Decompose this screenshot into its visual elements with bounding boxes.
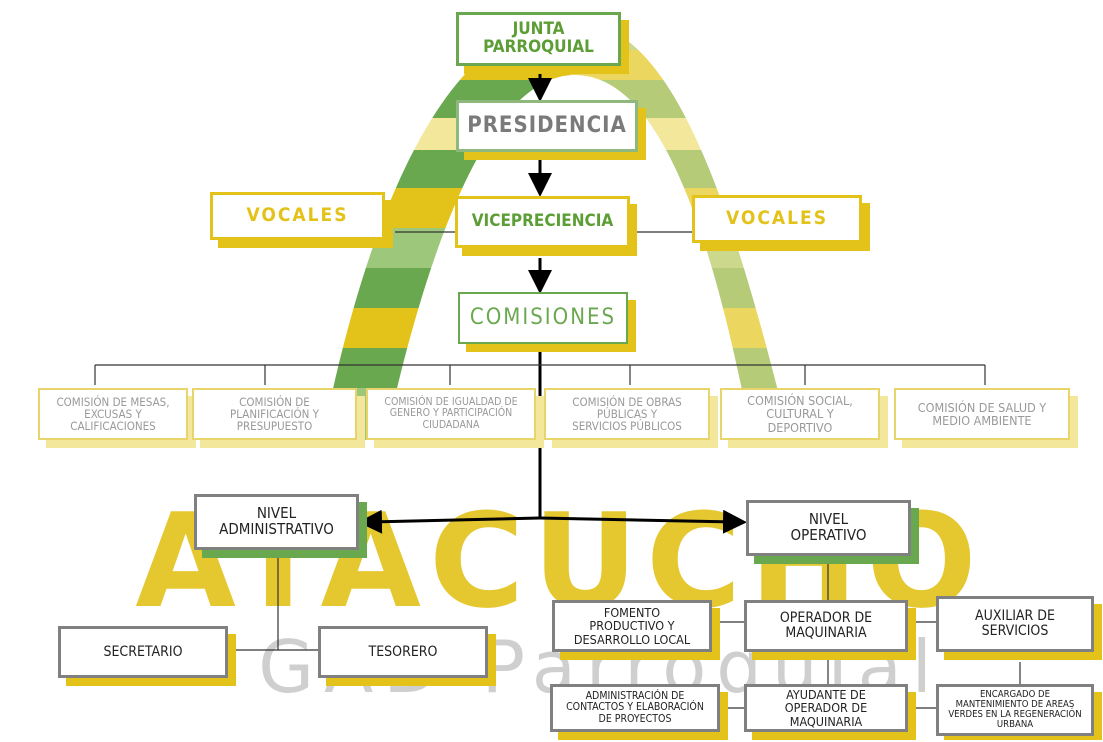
auxiliar-box: AUXILIAR DE SERVICIOS: [936, 596, 1094, 652]
commission-obras: COMISIÓN DE OBRAS PÚBLICAS Y SERVICIOS P…: [544, 388, 710, 440]
fomento-box: FOMENTO PRODUCTIVO Y DESARROLLO LOCAL: [552, 600, 712, 652]
commission-obras-line1: COMISIÓN DE OBRAS: [572, 394, 682, 409]
nivel-operativo-line1: NIVEL: [808, 510, 849, 529]
commission-planificacion: COMISIÓN DE PLANIFICACIÓN Y PRESUPUESTO: [192, 388, 357, 440]
commission-planificacion-line1: COMISIÓN DE: [239, 394, 310, 409]
vicepresidencia-label: VICEPRECIENCIA: [471, 211, 614, 232]
commission-planificacion-line2: PLANIFICACIÓN Y: [230, 406, 319, 421]
vocales-left-box: VOCALES: [210, 192, 385, 240]
nivel-administrativo-box: NIVEL ADMINISTRATIVO: [194, 494, 359, 550]
operador-line1: OPERADOR DE: [779, 610, 873, 627]
nivel-operativo-line2: OPERATIVO: [790, 526, 867, 544]
junta-parroquial-label: JUNTA PARROQUIAL: [483, 19, 594, 57]
commission-social: COMISIÓN SOCIAL, CULTURAL Y DEPORTIVO: [720, 388, 880, 440]
nivel-administrativo-line2: ADMINISTRATIVO: [219, 520, 334, 538]
commission-mesas-line3: CALIFICACIONES: [70, 419, 156, 434]
junta-parroquial-box: JUNTA PARROQUIAL: [456, 12, 621, 66]
comisiones-box: COMISIONES: [458, 292, 628, 344]
commission-igualdad-line3: CIUDADANA: [422, 418, 480, 431]
commission-mesas-line2: EXCUSAS Y: [84, 406, 142, 421]
encargado-line2: MANTENIMIENTO DE AREAS: [955, 699, 1075, 711]
auxiliar-line2: SERVICIOS: [981, 623, 1049, 639]
encargado-line3: VERDES EN LA REGENERACIÓN: [948, 709, 1082, 720]
presidencia-label: PRESIDENCIA: [467, 113, 627, 139]
commission-mesas-line1: COMISIÓN DE MESAS,: [56, 394, 170, 409]
commission-salud-line1: COMISIÓN DE SALUD Y: [917, 399, 1047, 415]
commission-mesas: COMISIÓN DE MESAS, EXCUSAS Y CALIFICACIO…: [38, 388, 188, 440]
operador-box: OPERADOR DE MAQUINARIA: [744, 600, 908, 652]
administracion-line2: CONTACTOS Y ELABORACIÓN: [566, 701, 704, 714]
fomento-line2: PRODUCTIVO Y: [589, 618, 675, 634]
auxiliar-line1: AUXILIAR DE: [975, 608, 1055, 625]
encargado-line1: ENCARGADO DE: [979, 689, 1051, 701]
tesorero-box: TESORERO: [318, 626, 488, 678]
ayudante-box: AYUDANTE DE OPERADOR DE MAQUINARIA: [744, 684, 908, 732]
vocales-right-box: VOCALES: [692, 195, 862, 243]
commission-social-line3: DEPORTIVO: [767, 419, 833, 435]
administracion-box: ADMINISTRACIÓN DE CONTACTOS Y ELABORACIÓ…: [550, 684, 720, 732]
encargado-line4: URBANA: [996, 718, 1034, 730]
administracion-line3: DE PROYECTOS: [598, 712, 672, 725]
nivel-administrativo-line1: NIVEL: [256, 504, 297, 523]
tesorero-label: TESORERO: [368, 643, 438, 660]
operador-line2: MAQUINARIA: [785, 625, 867, 641]
commission-salud-line2: MEDIO AMBIENTE: [932, 413, 1032, 428]
commission-obras-line2: PÚBLICAS Y: [596, 406, 658, 421]
vocales-right-label: VOCALES: [725, 207, 829, 230]
ayudante-line3: MAQUINARIA: [789, 713, 863, 729]
commission-igualdad: COMISIÓN DE IGUALDAD DE GENERO Y PARTICI…: [366, 388, 536, 440]
commission-social-line2: CULTURAL Y: [766, 406, 834, 422]
commission-planificacion-line3: PRESUPUESTO: [236, 419, 313, 434]
secretario-label: SECRETARIO: [103, 643, 183, 660]
presidencia-box: PRESIDENCIA: [456, 100, 638, 152]
ayudante-line1: AYUDANTE DE: [786, 687, 866, 703]
vicepresidencia-box: VICEPRECIENCIA: [455, 196, 630, 248]
fomento-line3: DESARROLLO LOCAL: [573, 631, 691, 647]
commission-salud: COMISIÓN DE SALUD Y MEDIO AMBIENTE: [894, 388, 1070, 440]
ayudante-line2: OPERADOR DE: [784, 700, 868, 716]
encargado-box: ENCARGADO DE MANTENIMIENTO DE AREAS VERD…: [936, 684, 1094, 736]
commission-social-line1: COMISIÓN SOCIAL,: [747, 393, 853, 409]
administracion-line1: ADMINISTRACIÓN DE: [585, 690, 685, 703]
fomento-line1: FOMENTO: [603, 605, 661, 621]
secretario-box: SECRETARIO: [58, 626, 228, 678]
vocales-left-label: VOCALES: [246, 204, 349, 227]
commission-igualdad-line2: GENERO Y PARTICIPACIÓN: [389, 407, 513, 420]
nivel-operativo-box: NIVEL OPERATIVO: [746, 500, 911, 556]
comisiones-label: COMISIONES: [469, 305, 617, 331]
commission-igualdad-line1: COMISIÓN DE IGUALDAD DE: [384, 396, 518, 409]
commission-obras-line3: SERVICIOS PÚBLICOS: [572, 419, 682, 434]
